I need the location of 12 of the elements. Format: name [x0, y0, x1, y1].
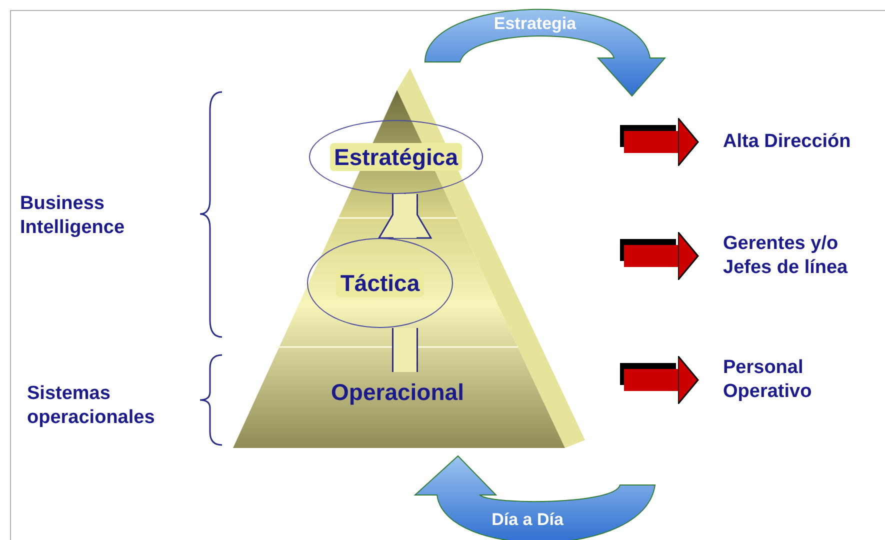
arrow-label: Estrategia	[492, 13, 578, 34]
group-label: Business Intelligence	[20, 192, 126, 240]
level-text: Gerentes y/o Jefes de línea	[723, 232, 849, 280]
level-text: Táctica	[336, 268, 424, 298]
group-label: Sistemas operacionales	[27, 382, 156, 430]
level-ellipse	[309, 120, 483, 194]
level-text: Operacional	[331, 378, 464, 406]
level-ellipse	[307, 238, 453, 328]
level-text: Estratégica	[330, 142, 462, 172]
level-text: Alta Dirección	[723, 130, 851, 154]
arrow-label: Día a Día	[490, 509, 564, 530]
level-text: Personal Operativo	[723, 356, 813, 404]
